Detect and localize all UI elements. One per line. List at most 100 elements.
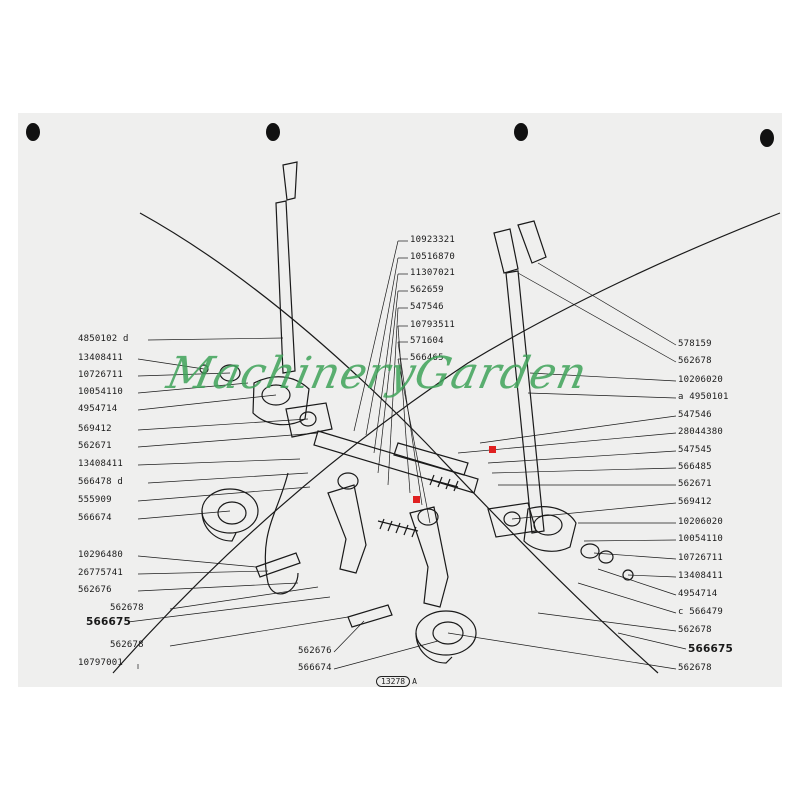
- shift-fork: [327, 484, 367, 574]
- release-bearing-right: [415, 610, 477, 656]
- leader-line: [137, 394, 277, 411]
- watermark-text: MachineryGarden: [162, 348, 592, 399]
- leader-line: [147, 337, 284, 341]
- leader-line: [527, 392, 677, 399]
- left-lever: [275, 200, 296, 374]
- leader-line: [617, 632, 687, 650]
- leader-line: [365, 257, 399, 436]
- leader-line: [137, 458, 301, 466]
- flange-bore: [299, 411, 317, 427]
- right-lever: [505, 270, 545, 534]
- exploded-view-drawing: [112, 161, 781, 674]
- right-part-label: 547546: [678, 410, 712, 420]
- right-part-label: 28044380: [678, 427, 723, 437]
- flange: [487, 502, 537, 538]
- right-part-label: 10726711: [678, 553, 723, 563]
- binder-hole: [266, 123, 280, 141]
- bottom-part-label: 566674: [298, 663, 332, 673]
- leader-line: [137, 432, 319, 448]
- left-lever-boss: [261, 384, 291, 406]
- center-part-label: 566465: [410, 353, 444, 363]
- right-part-label: 566675: [688, 643, 734, 655]
- leader-line: [511, 502, 677, 520]
- leader-line: [593, 552, 677, 560]
- right-part-label: 562671: [678, 479, 712, 489]
- leader-line: [137, 382, 249, 394]
- left-part-label: 569412: [78, 424, 112, 434]
- binder-hole: [760, 129, 774, 147]
- collar: [337, 472, 359, 490]
- left-part-label: 566675: [86, 616, 132, 628]
- left-part-label: 562678: [110, 603, 144, 613]
- leader-line: [127, 596, 331, 623]
- leader-line: [529, 372, 677, 382]
- leader-line: [577, 582, 677, 614]
- leader-line: [627, 574, 677, 578]
- center-part-label: 10923321: [410, 235, 455, 245]
- plate-suffix: A: [412, 677, 417, 686]
- shift-fork: [409, 506, 449, 608]
- left-part-label: 4850102 d: [78, 334, 129, 344]
- right-lever-grip: [493, 228, 519, 274]
- right-lever-boss: [533, 514, 563, 536]
- leader-line: [397, 341, 423, 506]
- leader-line: [333, 640, 439, 670]
- leader-line: [169, 616, 349, 647]
- pivot-pin: [347, 604, 393, 628]
- center-part-label: 11307021: [410, 268, 455, 278]
- selector-shaft: [313, 430, 479, 494]
- left-part-label: 13408411: [78, 459, 123, 469]
- spring-cable: [264, 472, 299, 595]
- leader-line: [137, 486, 311, 502]
- leader-line: [377, 290, 399, 474]
- leader-line: [353, 240, 399, 432]
- leader-line: [479, 415, 677, 444]
- right-part-label: 562678: [678, 356, 712, 366]
- spring: [377, 518, 419, 538]
- leader-line: [137, 372, 231, 377]
- right-part-label: 562678: [678, 625, 712, 635]
- bolt: [199, 364, 209, 374]
- right-part-label: 566485: [678, 462, 712, 472]
- right-part-label: 10206020: [678, 517, 723, 527]
- leader-line: [397, 358, 431, 524]
- right-part-label: 4954714: [678, 589, 718, 599]
- leader-line: [137, 510, 231, 520]
- left-part-label: 10296480: [78, 550, 123, 560]
- left-part-label: 566674: [78, 513, 112, 523]
- boundary-curve: [139, 212, 659, 674]
- leader-line: [137, 582, 299, 592]
- leader-line: [447, 632, 677, 670]
- release-bearing-right: [432, 621, 464, 645]
- left-lever: [282, 161, 298, 201]
- leader-line: [387, 307, 399, 486]
- left-part-label: 10054110: [78, 387, 123, 397]
- leader-line: [517, 272, 677, 363]
- right-part-label: 547545: [678, 445, 712, 455]
- center-part-label: 10793511: [410, 320, 455, 330]
- left-part-label: 10797001: [78, 658, 123, 668]
- center-part-label: 547546: [410, 302, 444, 312]
- left-part-label: 13408411: [78, 353, 123, 363]
- left-part-label: 562676: [78, 585, 112, 595]
- left-part-label: 4954714: [78, 404, 118, 414]
- binder-hole: [514, 123, 528, 141]
- right-part-label: 578159: [678, 339, 712, 349]
- leader-line: [137, 555, 257, 568]
- leader-line: [137, 358, 205, 370]
- collar: [417, 508, 439, 526]
- binder-hole: [26, 123, 40, 141]
- release-bearing-left: [201, 510, 237, 542]
- flange-bore: [503, 511, 521, 527]
- plate-number-badge: 13278: [376, 676, 411, 687]
- right-part-label: 10054110: [678, 534, 723, 544]
- leader-line: [137, 418, 309, 431]
- right-lever-end: [523, 506, 577, 552]
- leader-line: [491, 467, 677, 474]
- release-bearing-left: [217, 501, 247, 525]
- leader-line: [147, 472, 309, 484]
- leader-line: [487, 450, 677, 464]
- leader-line: [597, 568, 677, 596]
- spring: [427, 474, 459, 492]
